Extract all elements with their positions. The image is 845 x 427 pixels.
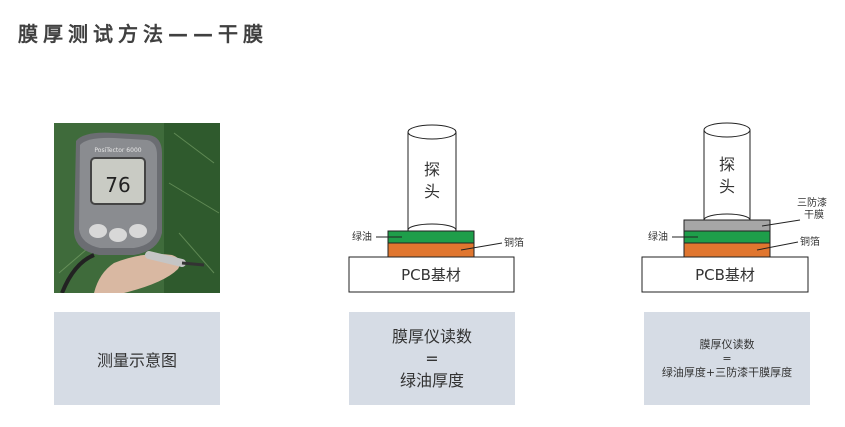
diagram-dry-film: 探 头 PCB基材 三防漆 干膜 绿油 铜箔 <box>632 118 832 298</box>
caption-equals: = <box>722 351 732 365</box>
caption-equals: = <box>425 348 439 368</box>
dry-film-label-line2: 干膜 <box>804 209 824 221</box>
caption-text: 测量示意图 <box>96 350 177 370</box>
gauge-reading: 76 <box>105 173 130 197</box>
pcb-base-label: PCB基材 <box>695 266 755 284</box>
green-oil-label: 绿油 <box>648 230 668 243</box>
caption-line1: 膜厚仪读数 <box>699 337 755 351</box>
dry-film-label-line1: 三防漆 <box>797 196 827 209</box>
pcb-base <box>348 256 515 293</box>
gauge-photo: 76 PosiTector 6000 <box>54 123 220 293</box>
gauge-brand: PosiTector 6000 <box>94 147 141 154</box>
copper-label: 铜箔 <box>504 236 524 249</box>
probe-cylinder: 探 头 <box>703 122 751 227</box>
green-oil-label: 绿油 <box>352 230 372 243</box>
diagram-green-oil: 探 头 PCB基材 绿油 铜箔 <box>336 118 536 298</box>
caption-line3: 绿油厚度 <box>399 370 464 390</box>
caption-measurement: 测量示意图 <box>54 312 220 405</box>
probe-label-line2: 头 <box>719 177 735 196</box>
page-title: 膜厚测试方法——干膜 <box>18 22 268 46</box>
gauge-photo-illustration: 76 PosiTector 6000 <box>54 123 220 293</box>
caption-line3: 绿油厚度+三防漆干膜厚度 <box>661 365 793 379</box>
probe-label-line1: 探 <box>424 160 440 179</box>
probe-label-line2: 头 <box>424 182 440 201</box>
probe-cylinder: 探 头 <box>407 124 457 237</box>
caption-green-oil-reading: 膜厚仪读数 = 绿油厚度 <box>349 312 515 405</box>
caption-dry-film-reading: 膜厚仪读数 = 绿油厚度+三防漆干膜厚度 <box>644 312 810 405</box>
copper-label: 铜箔 <box>800 235 820 248</box>
dry-film-layer <box>683 219 771 232</box>
pcb-base <box>641 256 809 293</box>
probe-label-line1: 探 <box>719 155 735 174</box>
pcb-base-label: PCB基材 <box>401 266 461 284</box>
caption-line1: 膜厚仪读数 <box>391 326 472 346</box>
